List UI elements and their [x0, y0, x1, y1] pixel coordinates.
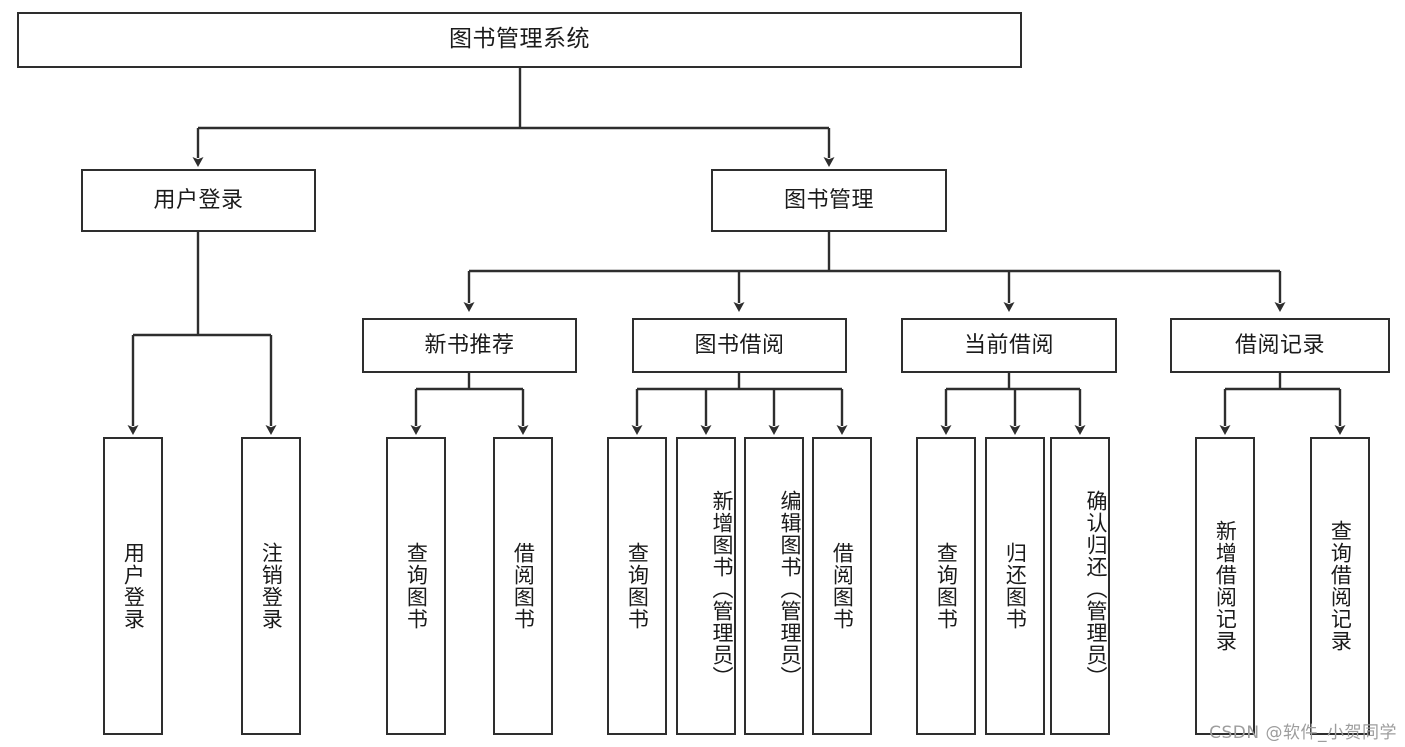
node-root-book-management-system[interactable]: 图书管理系统 — [17, 12, 1022, 68]
leaf-user-login-signin[interactable]: 用户登录 — [103, 437, 163, 735]
node-book-management[interactable]: 图书管理 — [711, 169, 947, 232]
node-book-borrowing[interactable]: 图书借阅 — [632, 318, 847, 373]
leaf-new-book-query-books[interactable]: 查询图书 — [386, 437, 446, 735]
node-user-login[interactable]: 用户登录 — [81, 169, 316, 232]
leaf-book-borrow-borrow-books[interactable]: 借阅图书 — [812, 437, 872, 735]
leaf-new-book-borrow-books[interactable]: 借阅图书 — [493, 437, 553, 735]
watermark: CSDN @软件_小贺同学 — [1209, 723, 1397, 743]
node-new-book-recommendation[interactable]: 新书推荐 — [362, 318, 577, 373]
leaf-current-borrow-confirm-return-admin[interactable]: 确认归还（管理员） — [1050, 437, 1110, 735]
leaf-current-borrow-return-books[interactable]: 归还图书 — [985, 437, 1045, 735]
leaf-book-borrow-add-book-admin[interactable]: 新增图书（管理员） — [676, 437, 736, 735]
leaf-current-borrow-query-books[interactable]: 查询图书 — [916, 437, 976, 735]
leaf-user-login-signout[interactable]: 注销登录 — [241, 437, 301, 735]
leaf-book-borrow-edit-book-admin[interactable]: 编辑图书（管理员） — [744, 437, 804, 735]
leaf-book-borrow-query-books[interactable]: 查询图书 — [607, 437, 667, 735]
leaf-borrow-record-query-record[interactable]: 查询借阅记录 — [1310, 437, 1370, 735]
node-borrowing-record[interactable]: 借阅记录 — [1170, 318, 1390, 373]
node-current-borrowing[interactable]: 当前借阅 — [901, 318, 1117, 373]
leaf-borrow-record-add-record[interactable]: 新增借阅记录 — [1195, 437, 1255, 735]
